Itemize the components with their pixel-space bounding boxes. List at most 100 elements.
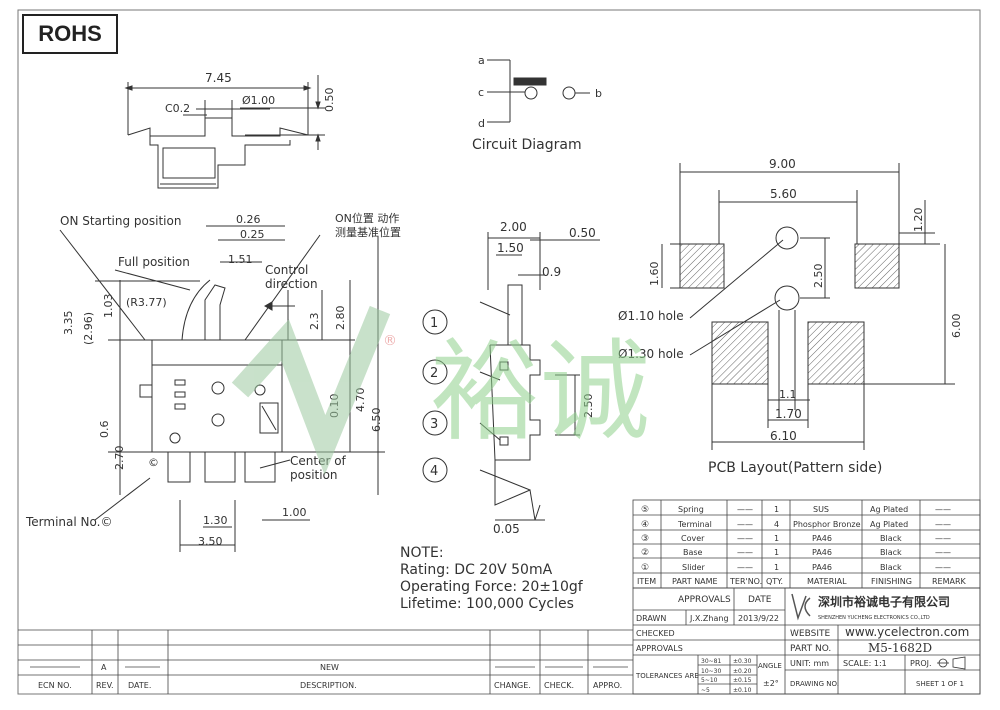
watermark-logo: 裕诚 ®: [231, 305, 650, 475]
tb-partno: M5-1682D: [868, 641, 932, 655]
side-view: [59, 225, 385, 552]
note-line-3: Lifetime: 100,000 Cycles: [400, 596, 574, 612]
svg-text:1: 1: [774, 548, 779, 557]
tb-date: DATE: [748, 595, 772, 605]
svg-text:Ag Plated: Ag Plated: [870, 505, 908, 514]
svg-text:4: 4: [774, 520, 779, 529]
dim-005: 0.05: [493, 522, 520, 536]
svg-text:①: ①: [641, 563, 649, 573]
rev-rev: REV.: [96, 681, 114, 690]
dim-610: 6.10: [770, 429, 797, 443]
dim-103: 1.03: [102, 294, 115, 319]
circuit-a: a: [478, 54, 485, 67]
projection-symbol-icon: [937, 656, 966, 670]
dim-026: 0.26: [236, 213, 261, 226]
dim-11: 1.1: [779, 388, 797, 401]
svg-text:——: ——: [737, 563, 753, 572]
callout-3: 3: [430, 417, 438, 432]
tol-value-3: ±0.15: [733, 677, 752, 684]
title-block: [632, 587, 981, 695]
sheet-border: [17, 9, 981, 695]
svg-text:③: ③: [641, 534, 649, 544]
svg-text:FINISHING: FINISHING: [871, 577, 912, 586]
tb-approvals: APPROVALS: [678, 595, 731, 605]
svg-text:SUS: SUS: [813, 505, 829, 514]
svg-text:Phosphor Bronze: Phosphor Bronze: [793, 520, 861, 529]
svg-text:Black: Black: [880, 548, 902, 557]
tb-drawing-no: DRAWING NO.: [790, 680, 839, 688]
top-view: [124, 75, 325, 189]
label-on-cn: ON位置 动作: [335, 211, 399, 225]
dim-270: 2.70: [113, 446, 126, 471]
tol-value-2: ±0.20: [733, 668, 752, 675]
dim-650: 6.50: [370, 408, 383, 433]
rev-appro: APPRO.: [593, 681, 622, 690]
pcb-title: PCB Layout(Pattern side): [708, 460, 882, 476]
dim-151: 1.51: [228, 253, 253, 266]
svg-text:——: ——: [935, 520, 951, 529]
mark-c: ©: [148, 456, 159, 469]
dim-350: 3.50: [198, 535, 223, 548]
tb-partno-label: PART NO.: [790, 644, 831, 654]
callout-1: 1: [430, 316, 438, 331]
dim-100: 1.00: [282, 506, 307, 519]
dim-025: 0.25: [240, 228, 265, 241]
tb-drawn-by: J.X.Zhang: [689, 614, 729, 623]
svg-text:Ag Plated: Ag Plated: [870, 520, 908, 529]
svg-text:PA46: PA46: [812, 563, 832, 572]
watermark-reg: ®: [383, 333, 397, 349]
svg-text:QTY.: QTY.: [766, 577, 783, 586]
dim-radius: (R3.77): [126, 296, 167, 309]
tol-range-4: ~5: [701, 687, 710, 694]
dim-top-width: 7.45: [205, 71, 232, 85]
note-title: NOTE:: [400, 545, 444, 561]
dim-600: 6.00: [950, 314, 963, 339]
bom-row-1: ⑤ Spring —— 1 SUS Ag Plated ——: [641, 505, 951, 515]
tb-scale: SCALE: 1:1: [843, 659, 887, 668]
dim-296: (2.96): [82, 312, 95, 345]
svg-text:Terminal: Terminal: [677, 520, 712, 529]
tb-angle: ANGLE: [758, 662, 782, 670]
svg-text:PA46: PA46: [812, 548, 832, 557]
tb-angle-val: ±2°: [763, 679, 779, 688]
dim-250-pcb: 2.50: [812, 264, 825, 289]
tb-drawn: DRAWN: [636, 614, 666, 623]
bom-row-4: ② Base —— 1 PA46 Black ——: [641, 548, 951, 558]
svg-text:Spring: Spring: [678, 505, 704, 514]
tb-sheet: SHEET 1 OF 1: [916, 680, 964, 688]
rev-a: A: [101, 663, 107, 672]
note-line-1: Rating: DC 20V 50mA: [400, 562, 553, 578]
svg-text:——: ——: [935, 563, 951, 572]
dim-dia-top: Ø1.00: [242, 94, 275, 107]
dim-09: 0.9: [542, 265, 561, 279]
svg-text:Base: Base: [683, 548, 703, 557]
callout-4: 4: [430, 464, 438, 479]
rev-change: CHANGE.: [494, 681, 531, 690]
label-hole-110: Ø1.10 hole: [618, 309, 684, 323]
dim-06: 0.6: [98, 421, 111, 439]
rev-date: DATE.: [128, 681, 151, 690]
svg-text:——: ——: [935, 548, 951, 557]
dim-560: 5.60: [770, 187, 797, 201]
rev-new: NEW: [320, 663, 339, 672]
tb-website-label: WEBSITE: [790, 629, 830, 639]
svg-text:——: ——: [737, 505, 753, 514]
company-name-en: SHENZHEN YUCHENG ELECTRONICS CO.,LTD: [818, 615, 930, 621]
rev-check: CHECK.: [544, 681, 574, 690]
company-logo: [791, 593, 811, 621]
front-view: [422, 232, 600, 521]
dim-900: 9.00: [769, 157, 796, 171]
dim-200: 2.00: [500, 220, 527, 234]
label-direction: direction: [265, 277, 318, 291]
rev-desc: DESCRIPTION.: [300, 681, 357, 690]
dim-250-front: 2.50: [582, 394, 595, 419]
svg-text:——: ——: [737, 520, 753, 529]
svg-text:②: ②: [641, 548, 649, 558]
dim-335: 3.35: [62, 311, 75, 336]
svg-text:REMARK: REMARK: [932, 577, 967, 586]
bom-row-5: ① Slider —— 1 PA46 Black ——: [641, 563, 951, 573]
dim-280: 2.80: [334, 306, 347, 331]
svg-text:PA46: PA46: [812, 534, 832, 543]
